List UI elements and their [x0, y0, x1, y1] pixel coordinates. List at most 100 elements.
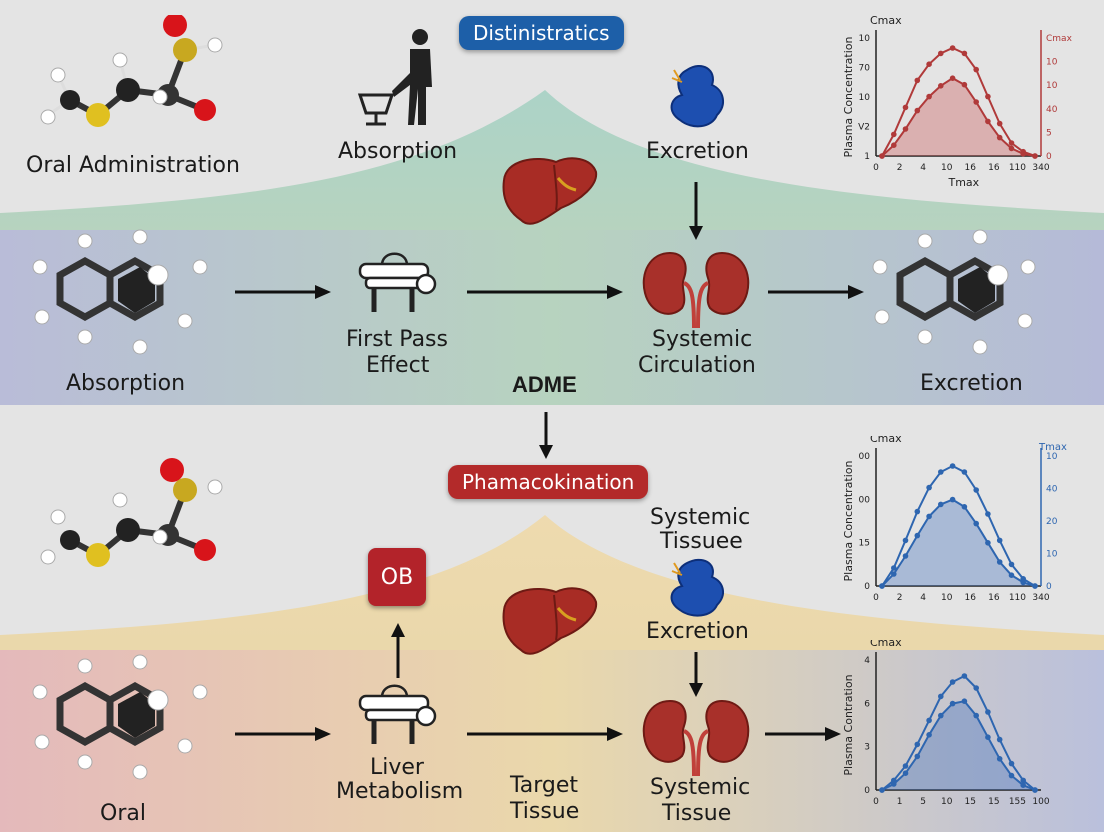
benzene-icon-2 — [872, 229, 1036, 355]
arrow-right-1 — [235, 285, 331, 299]
data-point — [1008, 772, 1015, 779]
series-area — [882, 701, 1035, 790]
band-label-systemic-b-1: Systemic — [650, 775, 751, 800]
label-systemic-tissue-2: Tissuee — [660, 529, 743, 554]
y-tick-label: 3 — [864, 743, 870, 753]
kidneys-icon-2 — [642, 699, 750, 776]
x-tick-label: 2 — [897, 593, 903, 603]
band-label-absorption: Absorption — [66, 371, 186, 396]
x-tick-label: 1 — [897, 797, 903, 807]
x-tick-label: 155 — [1009, 797, 1026, 807]
x-tick-label: 5 — [920, 797, 926, 807]
arrow-right-4 — [235, 727, 331, 741]
data-point — [914, 741, 921, 748]
data-point — [985, 734, 991, 740]
y-tick-label: 1 — [864, 152, 870, 162]
x-tick-label: 0 — [873, 163, 879, 173]
data-point — [914, 107, 921, 114]
molecule-icon-2 — [40, 458, 223, 567]
arrow-right-6 — [765, 727, 841, 741]
data-point — [938, 83, 944, 89]
data-point — [1008, 572, 1015, 578]
data-point — [973, 520, 979, 527]
y-tick-label-right: 10 — [1046, 81, 1058, 91]
band-label-excretion: Excretion — [920, 371, 1023, 396]
arrow-up — [391, 623, 405, 678]
series-area — [882, 78, 1035, 156]
machine-icon — [358, 252, 437, 312]
y-tick-label-right: 10 — [1046, 58, 1058, 68]
data-point — [1020, 777, 1026, 784]
x-tick-label: 15 — [988, 797, 999, 807]
x-tick-label: 16 — [965, 593, 977, 603]
arrow-down-3 — [689, 652, 703, 697]
data-point — [996, 736, 1003, 743]
data-point — [1008, 561, 1015, 568]
data-point — [926, 484, 932, 491]
data-point — [902, 770, 909, 776]
band-label-systemic-b-2: Tissue — [662, 801, 732, 826]
data-point — [926, 732, 932, 738]
x-tick-label: 2 — [897, 163, 903, 173]
data-point — [985, 540, 991, 546]
title-pill-bottom: Phamacokination — [448, 465, 649, 499]
band-label-liver-2: Metabolism — [336, 779, 464, 804]
data-point — [985, 511, 991, 517]
data-point — [1032, 787, 1038, 793]
x-tick-label: 4 — [920, 163, 926, 173]
chart-right-title: Tmax — [1038, 442, 1067, 453]
series-line — [881, 674, 1036, 791]
data-point — [914, 77, 921, 84]
liver-icon — [502, 157, 598, 225]
data-point — [914, 753, 921, 760]
y-axis-label: Plasma Concentration — [842, 37, 855, 158]
data-point — [1032, 153, 1038, 159]
data-point — [961, 81, 968, 88]
kidneys-icon — [642, 251, 750, 328]
data-point — [961, 469, 968, 475]
data-point — [938, 469, 944, 475]
data-point — [996, 120, 1003, 127]
band-label-first-pass-1: First Pass — [346, 327, 448, 352]
data-point — [1032, 583, 1038, 589]
data-point — [961, 698, 968, 704]
x-tick-label: 15 — [965, 797, 976, 807]
title-pill-top: Distinistratics — [459, 16, 624, 50]
data-point — [902, 104, 909, 111]
y-tick-label: 15 — [859, 539, 870, 549]
label-absorption-top: Absorption — [338, 139, 458, 164]
data-point — [949, 75, 956, 81]
arrow-right-2 — [467, 285, 623, 299]
data-point — [996, 559, 1003, 565]
band-label-target-1: Target — [510, 773, 579, 798]
y-tick-label: 00 — [859, 495, 871, 505]
data-point — [926, 717, 932, 724]
x-tick-label: 16 — [965, 163, 977, 173]
data-point — [891, 781, 897, 787]
y-tick-label: V2 — [858, 123, 870, 133]
benzene-icon-3 — [32, 654, 208, 780]
data-point — [973, 685, 979, 691]
data-point — [949, 463, 956, 469]
data-point — [985, 93, 991, 100]
x-tick-label: 340 — [1032, 593, 1049, 603]
x-tick-label: 10 — [941, 593, 953, 603]
adme-label: ADME — [512, 372, 577, 397]
data-point — [949, 679, 956, 685]
data-point — [938, 712, 944, 719]
machine-icon-2 — [358, 684, 437, 744]
band-label-target-2: Tissue — [510, 799, 580, 824]
data-point — [926, 513, 932, 520]
label-excretion-top: Excretion — [646, 139, 749, 164]
x-tick-label: 16 — [988, 163, 1000, 173]
data-point — [973, 99, 979, 105]
benzene-icon — [32, 229, 208, 355]
stomach-icon-2 — [670, 558, 724, 617]
x-tick-label: 110 — [1009, 163, 1026, 173]
data-point — [926, 93, 932, 100]
y-tick-label-right: 10 — [1046, 452, 1058, 462]
data-point — [914, 508, 921, 515]
data-point — [879, 787, 885, 793]
chart-title: Cmax — [870, 436, 902, 445]
